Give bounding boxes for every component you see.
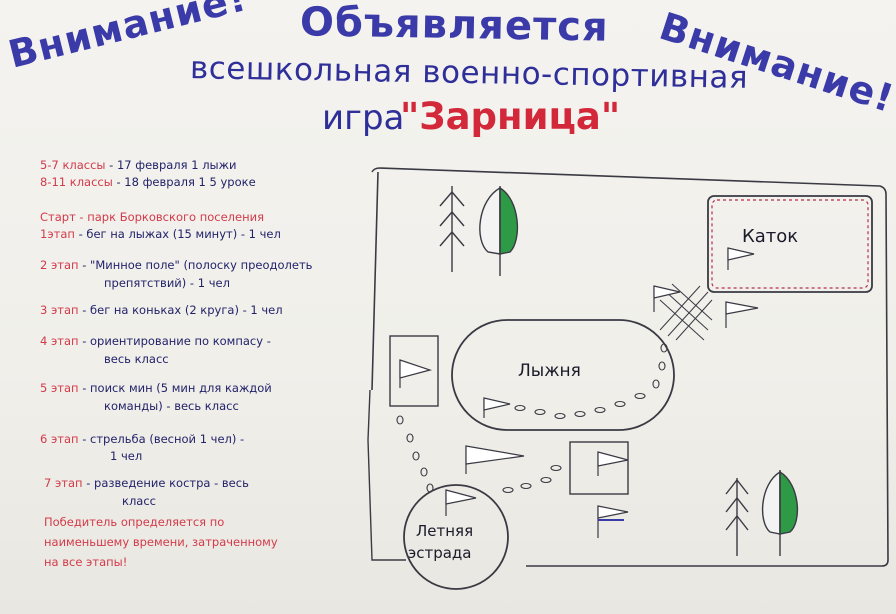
rink-label: Каток bbox=[742, 226, 799, 247]
flag-stage bbox=[445, 489, 477, 516]
stage-3-text: - бег на коньках (2 круга) - 1 чел bbox=[82, 303, 283, 317]
flag-mid bbox=[465, 445, 525, 474]
flag-ski bbox=[483, 397, 511, 418]
stage-7-text: - разведение костра - весь bbox=[86, 476, 249, 490]
round-tree-1 bbox=[479, 186, 519, 276]
fir-tree-2 bbox=[725, 478, 749, 556]
box-left bbox=[389, 335, 439, 407]
game-title: "Зарница" bbox=[400, 95, 621, 138]
stage-7-text-cont: класс bbox=[122, 494, 156, 508]
stage-2-text: - "Минное поле" (полоску преодолеть bbox=[82, 258, 313, 272]
flag-right bbox=[725, 301, 759, 328]
stage-6-text: - стрельба (весной 1 чел) - bbox=[82, 432, 245, 446]
flag-box-left bbox=[399, 359, 433, 388]
stage-1-text: - бег на лыжах (15 минут) - 1 чел bbox=[78, 227, 281, 241]
footer-line-1: Победитель определяется по bbox=[44, 515, 225, 529]
box-center bbox=[569, 441, 629, 495]
footprints bbox=[396, 343, 668, 494]
stage-2-text-cont: препятствий) - 1 чел bbox=[104, 276, 230, 290]
fir-tree-1 bbox=[439, 186, 465, 272]
stage-4-label: 4 этап bbox=[40, 334, 79, 348]
grades-8-11: 8-11 классы bbox=[40, 175, 113, 189]
stage-4: 4 этап - ориентирование по компасу - bbox=[40, 334, 271, 348]
stage-5: 5 этап - поиск мин (5 мин для каждой bbox=[40, 381, 272, 395]
game-word: игра bbox=[322, 98, 405, 138]
date-1: - 17 февраля 1 лыжи bbox=[109, 158, 237, 172]
ski-label: Лыжня bbox=[518, 361, 581, 381]
summer-stage bbox=[403, 484, 509, 590]
grade-line-2: 8-11 классы - 18 февраля 1 5 уроке bbox=[40, 175, 256, 189]
stage-5-text: - поиск мин (5 мин для каждой bbox=[82, 381, 272, 395]
ski-track bbox=[451, 319, 675, 431]
rink-outline bbox=[707, 195, 873, 293]
grades-5-7: 5-7 классы bbox=[40, 158, 106, 172]
lattice bbox=[659, 283, 713, 341]
start-line: Старт - парк Борковского поселения bbox=[40, 210, 265, 224]
stage-3-label: 3 этап bbox=[40, 303, 79, 317]
grade-line-1: 5-7 классы - 17 февраля 1 лыжи bbox=[40, 158, 236, 172]
flag-rink bbox=[727, 247, 755, 270]
footer-line-3: на все этапы! bbox=[44, 555, 128, 569]
stage-1-label: 1этап bbox=[40, 227, 75, 241]
map-frame-left bbox=[367, 389, 406, 561]
stage-2: 2 этап - "Минное поле" (полоску преодоле… bbox=[40, 258, 312, 272]
stage-3: 3 этап - бег на коньках (2 круга) - 1 че… bbox=[40, 303, 283, 317]
rink-inner bbox=[711, 199, 869, 289]
stage-7: 7 этап - разведение костра - весь bbox=[44, 476, 249, 490]
footer-line-2: наименьшему времени, затраченному bbox=[44, 535, 278, 549]
stage-4-text: - ориентирование по компасу - bbox=[82, 334, 271, 348]
date-2: - 18 февраля 1 5 уроке bbox=[116, 175, 256, 189]
round-tree-2 bbox=[761, 470, 799, 556]
flag-bottom bbox=[597, 505, 629, 538]
stage-2-label: 2 этап bbox=[40, 258, 79, 272]
stage-4-text-cont: весь класс bbox=[104, 352, 169, 366]
stage-1: 1этап - бег на лыжах (15 минут) - 1 чел bbox=[40, 227, 281, 241]
flag-box-center bbox=[597, 451, 629, 476]
stage-5-text-cont: команды) - весь класс bbox=[104, 399, 239, 413]
stage-6: 6 этап - стрельба (весной 1 чел) - bbox=[40, 432, 244, 446]
stage-6-text-cont: 1 чел bbox=[110, 449, 143, 463]
stage-7-label: 7 этап bbox=[44, 476, 83, 490]
flag-lattice bbox=[653, 285, 681, 312]
stage-label: Летняя bbox=[416, 522, 474, 540]
stage-label-2: эстрада bbox=[408, 544, 472, 562]
stage-6-label: 6 этап bbox=[40, 432, 79, 446]
stage-5-label: 5 этап bbox=[40, 381, 79, 395]
map-frame bbox=[371, 167, 889, 567]
